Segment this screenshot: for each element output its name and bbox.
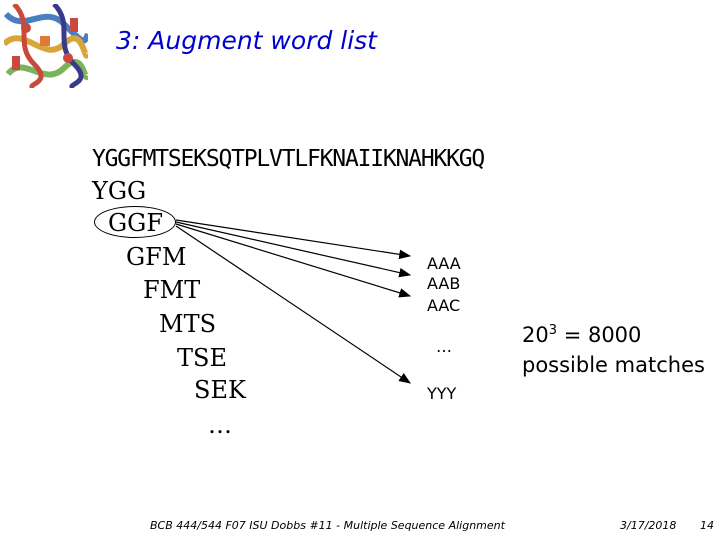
arrow-to-aab [175,221,412,278]
list-ellipsis: … [436,337,452,356]
matches-line-2: possible matches [522,353,705,377]
words-ellipsis: … [208,411,232,439]
word-4: MTS [159,310,217,338]
footer-page-number: 14 [700,519,714,532]
matches-line-1: 203 = 8000 [522,323,642,347]
word-5: TSE [177,344,227,372]
list-item-aaa: AAA [427,254,461,273]
list-item-aac: AAC [427,296,461,315]
word-3: FMT [143,276,201,304]
arrow-to-yyy [175,225,411,384]
arrow-to-aac [175,223,412,298]
word-2: GFM [126,243,187,271]
dna-collage-logo-icon [4,4,88,88]
list-item-aab: AAB [427,274,461,293]
full-sequence: YGGFMTSEKSQTPLVTLFKNAIIKNAHKKGQ [92,146,485,172]
list-item-yyy: YYY [427,384,457,403]
slide-title: 3: Augment word list [116,26,377,55]
word-6: SEK [194,376,246,404]
possible-matches-note: 203 = 8000 possible matches [522,316,705,380]
highlight-circle [94,206,176,238]
arrow-to-aaa [175,219,412,260]
footer-date: 3/17/2018 [620,519,677,532]
word-0: YGG [92,177,147,205]
footer-course: BCB 444/544 F07 ISU Dobbs #11 - Multiple… [150,519,505,532]
